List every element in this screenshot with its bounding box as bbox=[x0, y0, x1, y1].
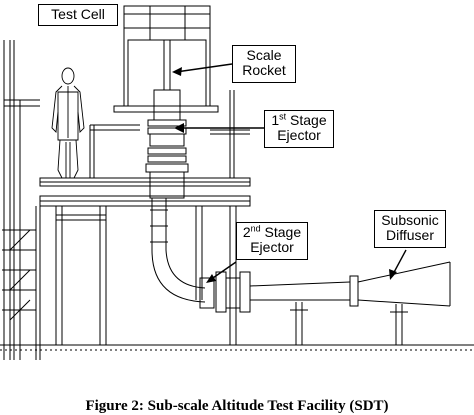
duct-elbow bbox=[151, 249, 206, 303]
ejector-column bbox=[145, 40, 189, 250]
subsonic-text: Subsonic bbox=[381, 212, 439, 228]
label-scale-rocket: Scale Rocket bbox=[232, 45, 296, 83]
first-stage-line2: Ejector bbox=[277, 127, 321, 144]
figure-caption: Figure 2: Sub-scale Altitude Test Facili… bbox=[85, 398, 389, 414]
diffuser-supports bbox=[290, 302, 408, 345]
person-figure bbox=[51, 67, 85, 179]
second-stage-line1: 2nd Stage bbox=[242, 223, 302, 240]
test-cell-frame bbox=[113, 5, 219, 113]
label-subsonic-diffuser: Subsonic Diffuser bbox=[374, 210, 446, 248]
first-stage-line1: 1st Stage bbox=[271, 111, 327, 128]
label-first-stage-ejector: 1st Stage Ejector bbox=[264, 110, 334, 148]
upper-platform bbox=[39, 90, 251, 207]
stair-tower bbox=[2, 40, 41, 360]
diffuser-duct bbox=[199, 261, 451, 313]
label-test-cell: Test Cell bbox=[38, 4, 118, 26]
label-second-stage-ejector: 2nd Stage Ejector bbox=[236, 222, 308, 260]
diffuser-text: Diffuser bbox=[386, 227, 434, 244]
platform-supports bbox=[55, 206, 237, 345]
ground-line bbox=[0, 344, 474, 351]
rocket-text: Rocket bbox=[242, 62, 286, 79]
leader-arrows bbox=[172, 63, 407, 283]
scale-text: Scale bbox=[246, 47, 282, 63]
second-stage-line2: Ejector bbox=[250, 239, 294, 256]
test-cell-text: Test Cell bbox=[51, 6, 105, 22]
